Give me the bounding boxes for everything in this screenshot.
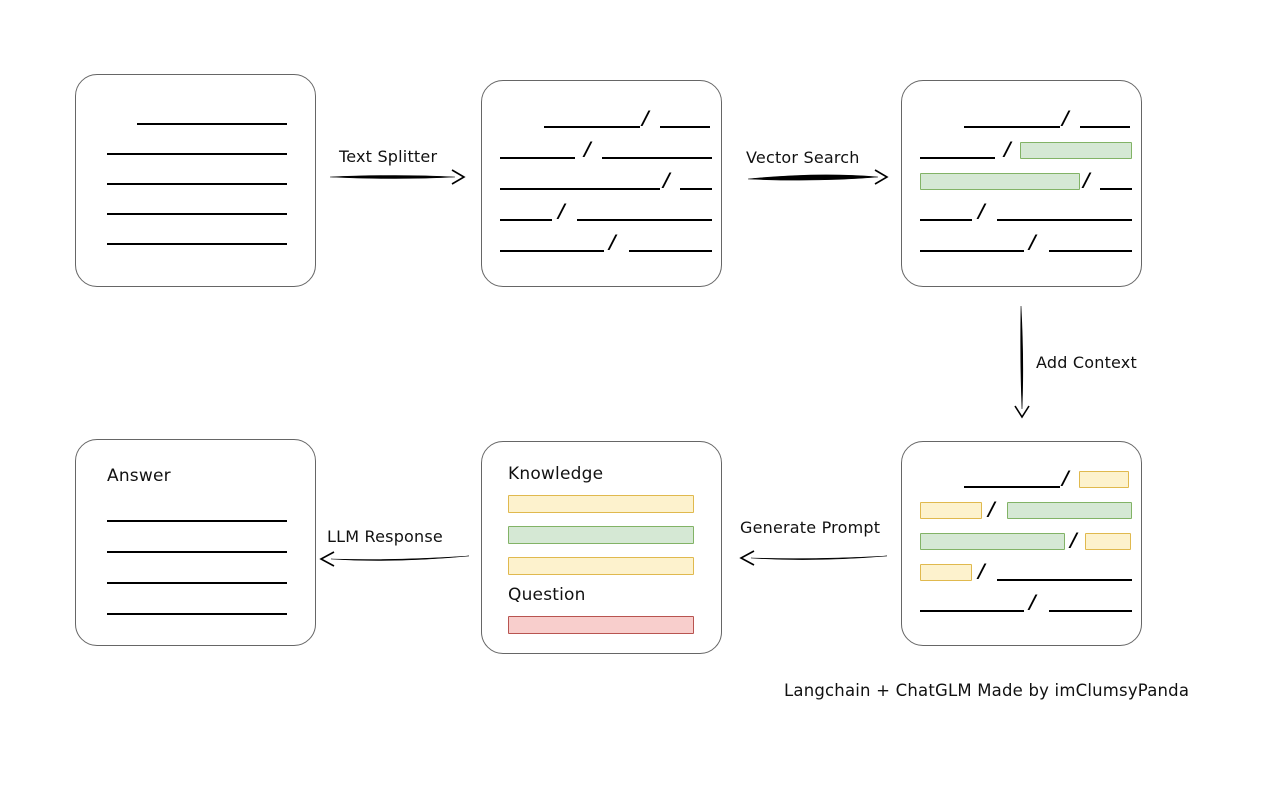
highlighted-chunk-green <box>920 533 1065 550</box>
text-line <box>920 157 995 159</box>
highlighted-chunk-yellow <box>1079 471 1129 488</box>
prompt-bar-yellow <box>508 495 694 513</box>
text-line <box>997 579 1132 581</box>
edge-label-vector-search: Vector Search <box>746 148 860 167</box>
chunk-separator-slash: / <box>1083 169 1090 191</box>
prompt-box[interactable]: Knowledge Question <box>481 441 722 654</box>
text-line <box>920 610 1024 612</box>
chunk-separator-slash: / <box>1004 138 1011 160</box>
arrow-vector-search <box>747 169 889 185</box>
text-line <box>964 126 1060 128</box>
text-line <box>500 219 552 221</box>
edge-label-llm-response: LLM Response <box>327 527 443 546</box>
arrow-generate-prompt <box>739 550 888 566</box>
edge-label-add-context: Add Context <box>1036 353 1137 372</box>
text-line <box>997 219 1132 221</box>
text-line <box>1049 250 1132 252</box>
source-document-box[interactable] <box>75 74 316 287</box>
text-line <box>107 213 287 215</box>
edge-label-text-splitter: Text Splitter <box>339 147 438 166</box>
chunk-separator-slash: / <box>663 169 670 191</box>
diagram-caption: Langchain + ChatGLM Made by imClumsyPand… <box>784 681 1190 700</box>
text-line <box>920 250 1024 252</box>
text-line <box>629 250 712 252</box>
chunk-separator-slash: / <box>1029 591 1036 613</box>
text-line <box>500 157 575 159</box>
text-line <box>1080 126 1130 128</box>
highlighted-chunk-green <box>1020 142 1132 159</box>
text-line <box>920 219 972 221</box>
text-line <box>1100 188 1132 190</box>
text-line <box>660 126 710 128</box>
text-line <box>680 188 712 190</box>
chunk-separator-slash: / <box>558 200 565 222</box>
answer-box[interactable]: Answer <box>75 439 316 646</box>
text-line <box>107 613 287 615</box>
text-line <box>107 582 287 584</box>
text-line <box>544 126 640 128</box>
text-line <box>107 243 287 245</box>
highlighted-chunk-green <box>1007 502 1132 519</box>
chunk-separator-slash: / <box>1029 231 1036 253</box>
context-chunks-box[interactable]: / / / / / <box>901 441 1142 646</box>
chunk-separator-slash: / <box>609 231 616 253</box>
chunk-separator-slash: / <box>1062 107 1069 129</box>
chunk-separator-slash: / <box>1070 529 1077 551</box>
prompt-bar-green <box>508 526 694 544</box>
highlighted-chunk-yellow <box>1085 533 1131 550</box>
prompt-bar-red <box>508 616 694 634</box>
chunk-separator-slash: / <box>988 498 995 520</box>
text-line <box>500 250 604 252</box>
text-line <box>107 153 287 155</box>
chunk-separator-slash: / <box>584 138 591 160</box>
text-line <box>107 551 287 553</box>
highlighted-chunk-yellow <box>920 564 972 581</box>
text-line <box>577 219 712 221</box>
text-line <box>964 486 1060 488</box>
matched-chunks-box[interactable]: / / / / / <box>901 80 1142 287</box>
chunk-separator-slash: / <box>1062 467 1069 489</box>
text-line <box>602 157 712 159</box>
answer-title: Answer <box>107 466 171 486</box>
text-line <box>107 183 287 185</box>
knowledge-label: Knowledge <box>508 464 604 484</box>
text-line <box>107 520 287 522</box>
edge-label-generate-prompt: Generate Prompt <box>740 518 881 537</box>
arrow-llm-response <box>319 551 470 567</box>
chunk-separator-slash: / <box>978 560 985 582</box>
highlighted-chunk-yellow <box>920 502 982 519</box>
split-chunks-box[interactable]: / / / / / <box>481 80 722 287</box>
highlighted-chunk-green <box>920 173 1080 190</box>
text-line <box>1049 610 1132 612</box>
chunk-separator-slash: / <box>978 200 985 222</box>
arrow-text-splitter <box>329 169 466 185</box>
text-line <box>500 188 660 190</box>
arrow-add-context <box>1014 305 1030 419</box>
chunk-separator-slash: / <box>642 107 649 129</box>
text-line <box>137 123 287 125</box>
prompt-bar-yellow <box>508 557 694 575</box>
question-label: Question <box>508 585 586 605</box>
